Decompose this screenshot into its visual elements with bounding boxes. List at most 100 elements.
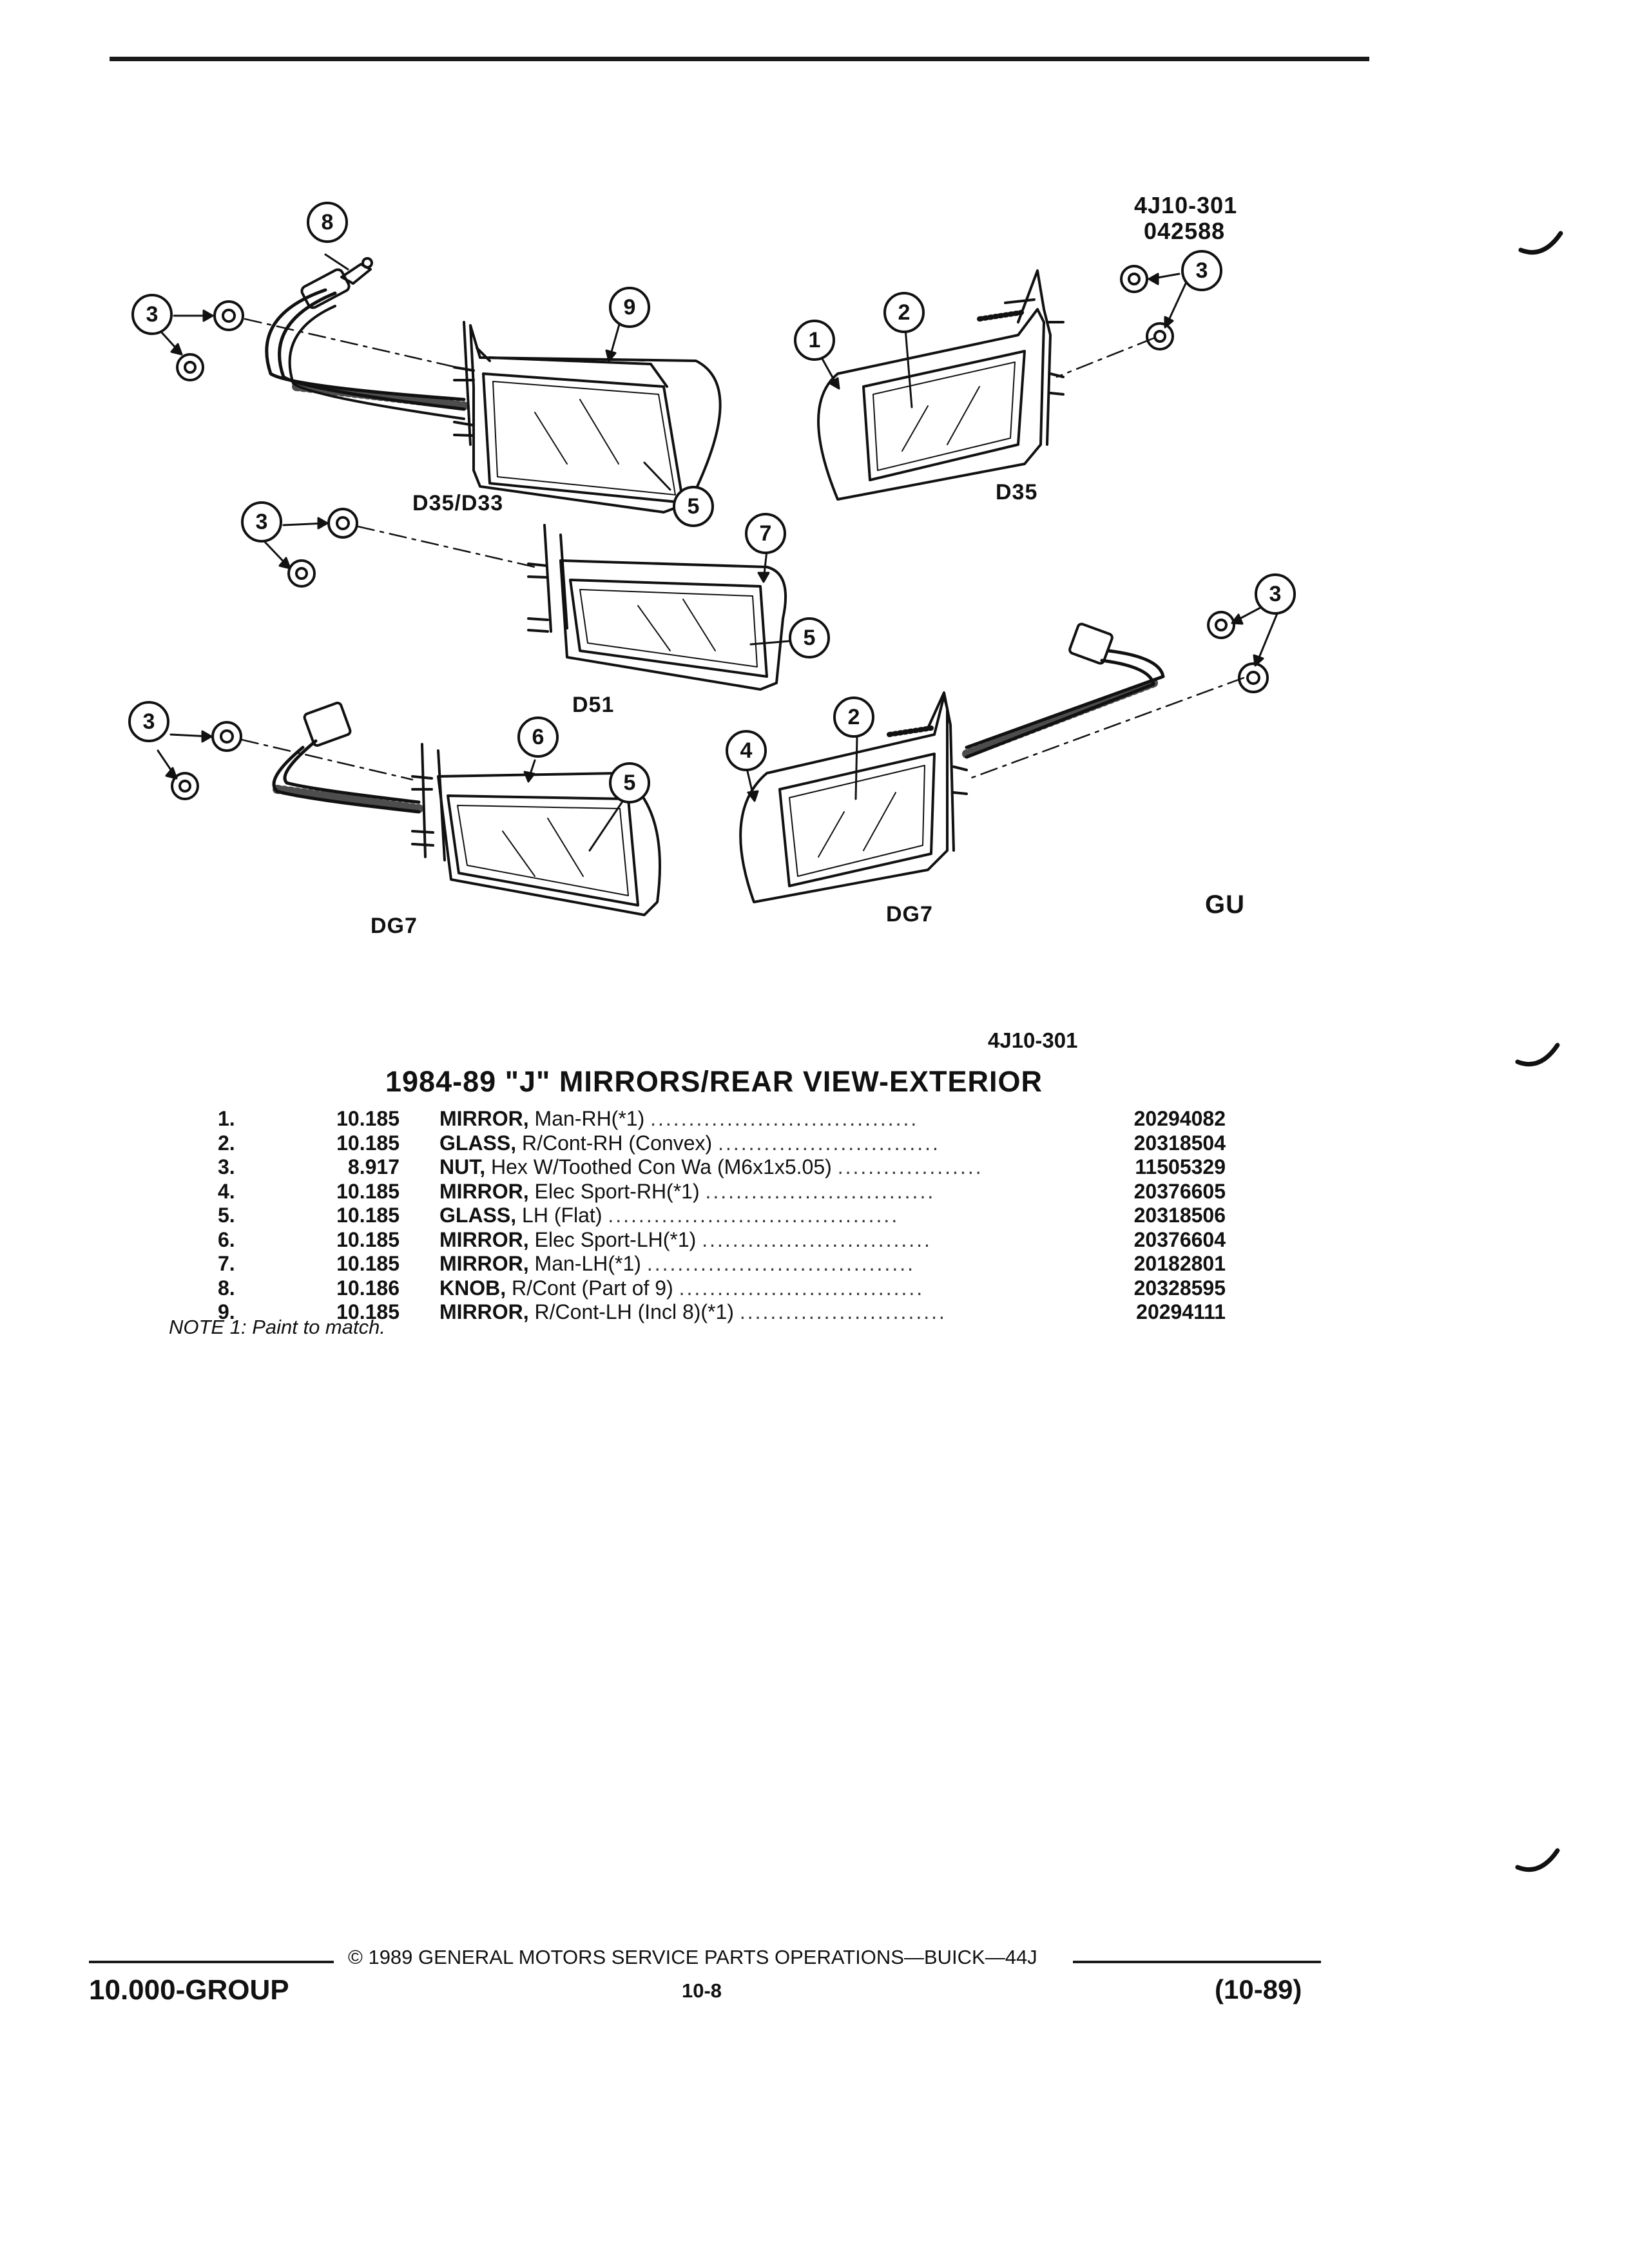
parts-row: 2. 10.185 GLASS, R/Cont-RH (Convex) ......…: [168, 1131, 1226, 1156]
item-number: 9.: [218, 1300, 235, 1324]
leader-dots: ..............................: [702, 1227, 932, 1251]
part-name: MIRROR,: [439, 1227, 529, 1251]
callout-4: 4: [740, 738, 753, 763]
part-number: 11505329: [1135, 1155, 1226, 1179]
part-name: MIRROR,: [439, 1179, 529, 1203]
callout-3: 3: [256, 510, 268, 534]
leader-dots: ...................................: [646, 1252, 915, 1276]
part-detail: Hex W/Toothed Con Wa (M6x1x5.05): [491, 1155, 832, 1179]
dg7-right-wire-harness: [962, 622, 1165, 759]
view-label-dg7-left: DG7: [371, 914, 418, 938]
item-number: 2.: [218, 1131, 235, 1155]
part-name: MIRROR,: [439, 1107, 529, 1131]
item-number: 4.: [218, 1179, 235, 1203]
part-number: 20376605: [1133, 1179, 1226, 1203]
assembly-centerlines: [240, 318, 1245, 781]
group-number: 10.185: [336, 1300, 400, 1324]
group-number: 8.917: [347, 1155, 400, 1179]
leader-dots: ...................: [837, 1155, 983, 1179]
group-number: 10.186: [336, 1276, 400, 1300]
part-number: 20294082: [1133, 1107, 1226, 1131]
callout-5: 5: [688, 494, 700, 519]
nut-3-group-lower-left: [171, 721, 242, 800]
callout-2: 2: [898, 300, 911, 325]
binder-mark-2: [1515, 1043, 1560, 1067]
callout-8: 8: [322, 210, 334, 235]
part-detail: R/Cont (Part of 9): [512, 1276, 673, 1300]
part-detail: R/Cont-LH (Incl 8)(*1): [534, 1300, 734, 1324]
ref-code: 4J10-301: [1134, 192, 1238, 218]
part-number: 20294111: [1136, 1300, 1226, 1324]
callout-1: 1: [809, 328, 821, 352]
callout-3: 3: [1196, 258, 1208, 283]
mirror-9-control-cable: [265, 288, 468, 420]
nut-3-group-lower-right: [1207, 611, 1269, 693]
footer-rule-right: [1073, 1961, 1321, 1963]
binder-mark-1: [1518, 231, 1563, 255]
item-number: 8.: [218, 1276, 235, 1300]
footer-rule-left: [89, 1961, 334, 1963]
mirror-7-man-lh: [527, 524, 787, 691]
section-title: 1984-89 "J" MIRRORS/REAR VIEW-EXTERIOR: [385, 1065, 1043, 1098]
gm-logo-glyph: GU: [1205, 890, 1245, 919]
callout-3: 3: [1269, 582, 1282, 606]
parts-row: 8. 10.186 KNOB, R/Cont (Part of 9) .......…: [168, 1276, 1226, 1301]
part-description: MIRROR, Elec Sport-LH(*1) ..............…: [439, 1228, 1103, 1253]
ref-date: 042588: [1144, 218, 1226, 244]
illustration-ref-code: 4J10-301: [988, 1028, 1078, 1052]
callout-3: 3: [143, 709, 155, 734]
part-description: NUT, Hex W/Toothed Con Wa (M6x1x5.05) ..…: [439, 1155, 1103, 1180]
footer-copyright: © 1989 GENERAL MOTORS SERVICE PARTS OPER…: [348, 1946, 1037, 1968]
part-detail: LH (Flat): [522, 1204, 602, 1227]
item-number: 5.: [218, 1204, 235, 1227]
part-number: 20182801: [1133, 1252, 1226, 1276]
part-description: MIRROR, Elec Sport-RH(*1) ..............…: [439, 1180, 1103, 1204]
item-number: 6.: [218, 1227, 235, 1251]
group-number: 10.185: [336, 1131, 400, 1155]
group-number: 10.185: [336, 1227, 400, 1251]
group-number: 10.185: [336, 1179, 400, 1203]
part-detail: Man-RH(*1): [534, 1107, 645, 1131]
part-name: MIRROR,: [439, 1300, 529, 1324]
callout-3: 3: [146, 302, 159, 327]
group-number: 10.185: [336, 1252, 400, 1276]
part-description: GLASS, R/Cont-RH (Convex) ..............…: [439, 1131, 1103, 1156]
part-description: GLASS, LH (Flat) .......................…: [439, 1204, 1103, 1228]
leader-dots: ...................................: [650, 1107, 919, 1131]
leader-dots: ..............................: [705, 1179, 936, 1203]
parts-row: 5. 10.185 GLASS, LH (Flat) ...............…: [168, 1204, 1226, 1228]
item-number: 1.: [218, 1107, 235, 1131]
callout-leaders: [157, 253, 1284, 852]
callout-9: 9: [624, 295, 636, 320]
callout-numbers: 8 9 3 5 1 2 3 3 7 5 3 6 5 2 4 3: [143, 210, 1282, 795]
parts-row: 4. 10.185 MIRROR, Elec Sport-RH(*1) ......…: [168, 1180, 1226, 1204]
part-description: KNOB, R/Cont (Part of 9) ...............…: [439, 1276, 1103, 1301]
part-number: 20376604: [1133, 1227, 1226, 1251]
part-description: MIRROR, Man-RH(*1) .....................…: [439, 1107, 1103, 1131]
callout-7: 7: [760, 521, 772, 546]
callout-5: 5: [624, 771, 636, 795]
knob-8: [300, 257, 373, 309]
top-rule: [110, 57, 1369, 61]
nut-3-group-upper-left: [176, 300, 244, 381]
leader-dots: ......................................: [608, 1204, 900, 1227]
footer-group: 10.000-GROUP: [89, 1974, 289, 2006]
item-number: 7.: [218, 1252, 235, 1276]
mirror-9-r-cont-lh: [453, 321, 722, 514]
nut-3-group-upper-right: [1120, 265, 1174, 351]
nut-3-group-middle: [287, 508, 358, 588]
group-number: 10.185: [336, 1204, 400, 1227]
footer-date: (10-89): [1215, 1974, 1302, 2004]
view-label-d35: D35: [996, 480, 1038, 505]
dg7-left-wire-harness: [272, 701, 423, 814]
view-label-dg7-right: DG7: [886, 902, 933, 927]
part-number: 20318506: [1133, 1204, 1226, 1227]
leader-dots: .............................: [718, 1131, 940, 1155]
view-label-d35-d33: D35/D33: [412, 491, 504, 515]
part-description: MIRROR, R/Cont-LH (Incl 8)(*1) .........…: [439, 1300, 1103, 1325]
parts-row: 9. 10.185 MIRROR, R/Cont-LH (Incl 8)(*1) .…: [168, 1300, 1226, 1325]
